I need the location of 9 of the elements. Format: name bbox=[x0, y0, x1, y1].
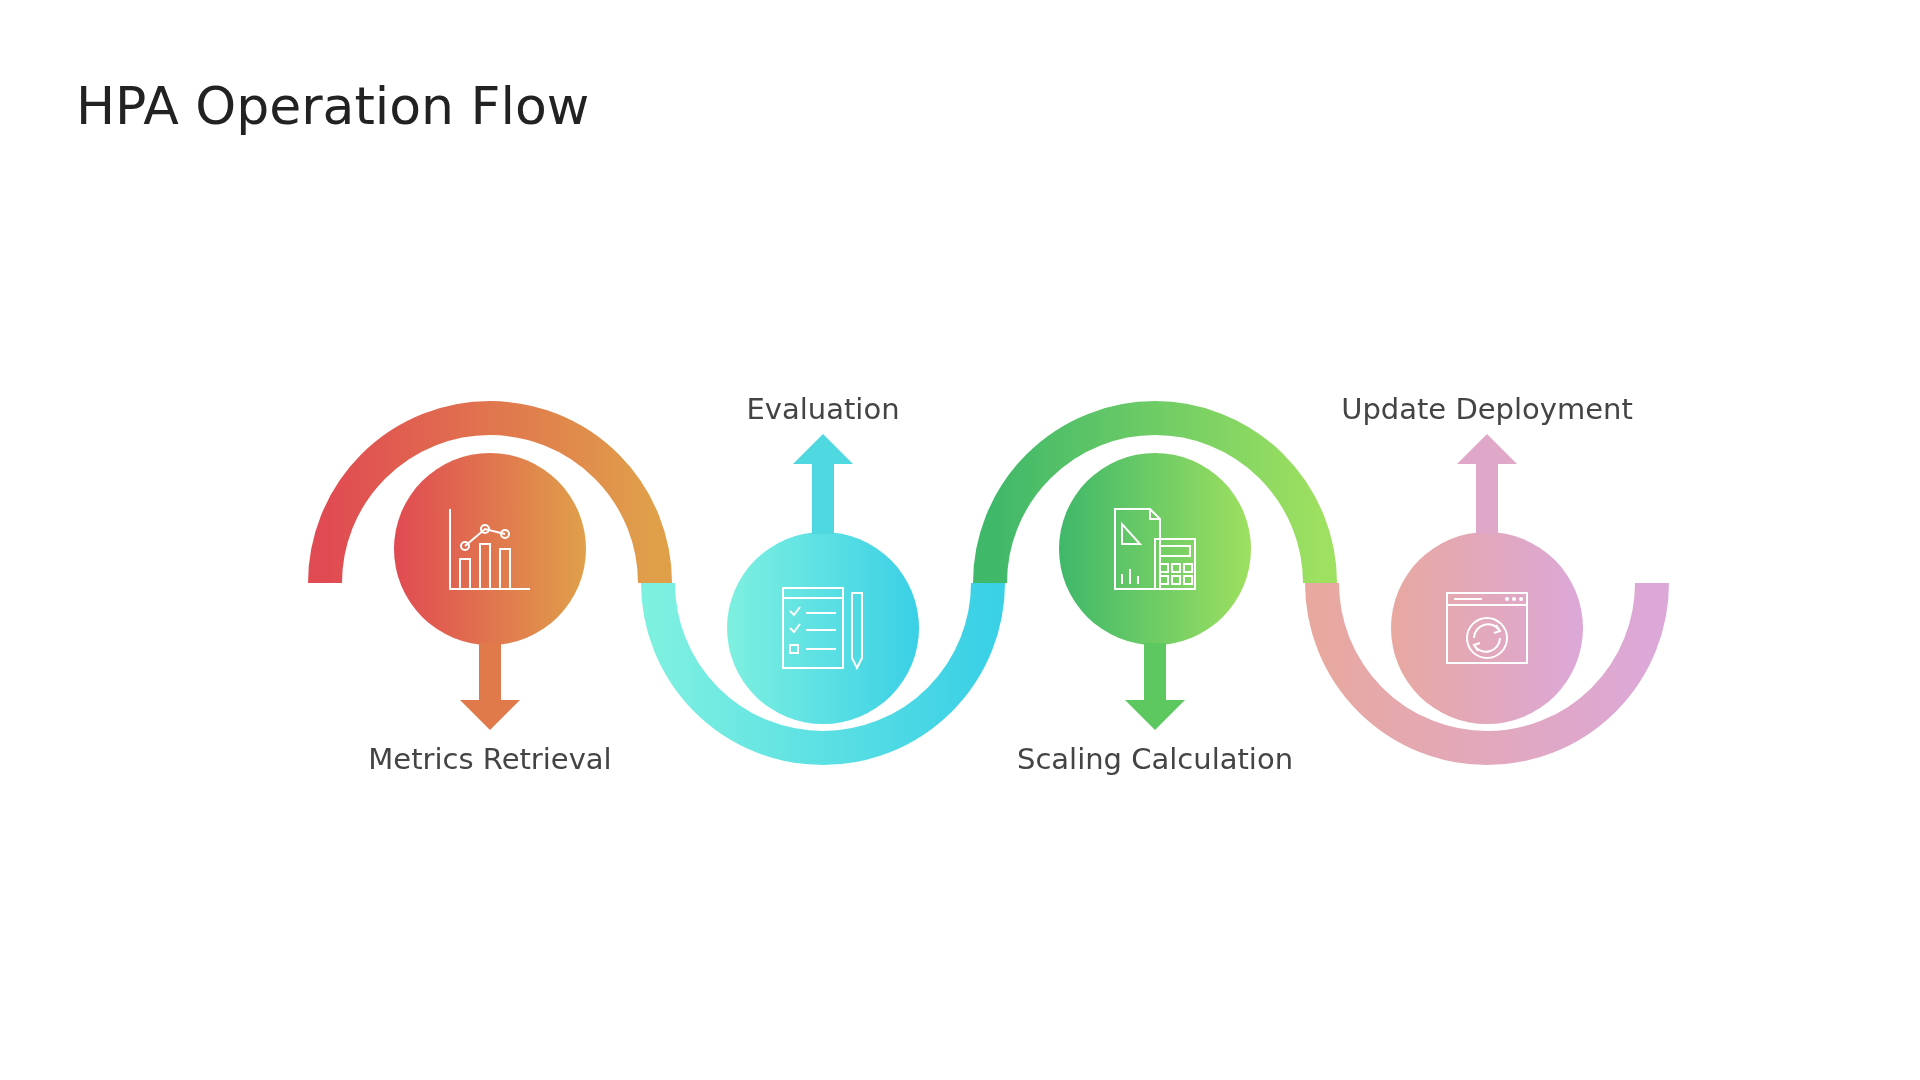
arrow bbox=[1125, 643, 1185, 730]
arrow bbox=[460, 643, 520, 730]
step-label: Evaluation bbox=[746, 392, 900, 426]
arrow bbox=[793, 434, 853, 534]
title: HPA Operation Flow bbox=[76, 76, 590, 136]
arrow bbox=[1457, 434, 1517, 534]
step-label: Metrics Retrieval bbox=[368, 742, 612, 776]
step-label: Scaling Calculation bbox=[1017, 742, 1293, 776]
step-label: Update Deployment bbox=[1341, 392, 1633, 426]
